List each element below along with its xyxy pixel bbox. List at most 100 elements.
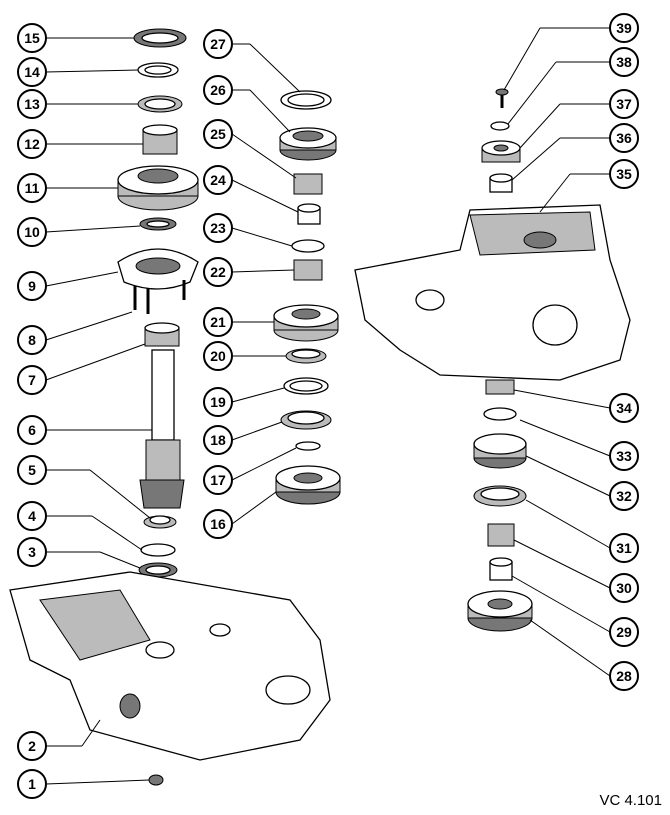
part-31-ring [473, 485, 527, 507]
callout-2: 2 [17, 731, 47, 761]
callout-label: 39 [616, 20, 632, 36]
callout-7: 7 [17, 365, 47, 395]
callout-label: 21 [210, 314, 226, 330]
part-12-needle-bearing [142, 124, 178, 155]
callout-33: 33 [609, 441, 639, 471]
part-36-bush [489, 173, 513, 193]
part-29-bush [489, 557, 513, 581]
callout-label: 13 [24, 96, 40, 112]
callout-label: 14 [24, 64, 40, 80]
part-21-gear [273, 304, 339, 342]
callout-26: 26 [203, 75, 233, 105]
callout-label: 27 [210, 36, 226, 52]
part-23-ring [291, 239, 325, 253]
callout-9: 9 [17, 271, 47, 301]
part-16-synchro-hub [275, 465, 341, 505]
callout-28: 28 [609, 661, 639, 691]
callout-label: 23 [210, 220, 226, 236]
callout-38: 38 [609, 47, 639, 77]
callout-label: 5 [28, 462, 36, 478]
part-18-ring [280, 410, 332, 430]
callout-29: 29 [609, 617, 639, 647]
callout-21: 21 [203, 307, 233, 337]
callout-22: 22 [203, 257, 233, 287]
part-38-washer [490, 121, 510, 131]
callout-label: 38 [616, 54, 632, 70]
part-37-gear [481, 140, 521, 163]
callout-label: 3 [28, 544, 36, 560]
callout-label: 30 [616, 580, 632, 596]
callout-label: 25 [210, 126, 226, 142]
callout-label: 18 [210, 432, 226, 448]
callout-label: 11 [25, 180, 40, 196]
part-20-ring [285, 348, 327, 364]
figure-reference-code: VC 4.101 [599, 792, 662, 809]
callout-8: 8 [17, 325, 47, 355]
part-9-plate [117, 248, 199, 290]
callout-1: 1 [17, 769, 47, 799]
part-27-ring [280, 90, 332, 110]
callout-17: 17 [203, 465, 233, 495]
callout-label: 37 [616, 96, 632, 112]
part-25-needle-bearing [293, 173, 323, 195]
callout-14: 14 [17, 57, 47, 87]
callout-label: 2 [28, 738, 36, 754]
callout-16: 16 [203, 509, 233, 539]
part-4-ring [140, 543, 176, 557]
callout-35: 35 [609, 159, 639, 189]
part-3-ring [138, 562, 178, 578]
callout-label: 17 [210, 472, 226, 488]
part-15-ring [133, 28, 187, 48]
callout-13: 13 [17, 89, 47, 119]
callout-label: 7 [28, 372, 36, 388]
callout-label: 9 [28, 278, 36, 294]
part-7-bearing [144, 322, 180, 347]
callout-39: 39 [609, 13, 639, 43]
callout-23: 23 [203, 213, 233, 243]
callout-label: 22 [210, 264, 226, 280]
callout-4: 4 [17, 501, 47, 531]
part-6-shaft [139, 349, 185, 509]
callout-12: 12 [17, 129, 47, 159]
part-14-ring [137, 62, 179, 78]
callout-11: 11 [17, 173, 47, 203]
part-2-housing [9, 571, 331, 761]
part-28-synchro [467, 590, 533, 632]
callout-label: 28 [616, 668, 632, 684]
callout-label: 35 [616, 166, 632, 182]
part-5-bearing [143, 515, 177, 529]
callout-6: 6 [17, 415, 47, 445]
part-39-screw [495, 88, 509, 108]
callout-32: 32 [609, 481, 639, 511]
callout-18: 18 [203, 425, 233, 455]
part-13-ring [137, 95, 183, 113]
callout-label: 32 [616, 488, 632, 504]
part-17-circlip [295, 441, 321, 451]
callout-label: 10 [24, 224, 40, 240]
part-35-housing [354, 204, 631, 381]
part-30-needle-bearing [487, 523, 515, 547]
part-34-needle-bearing [485, 379, 515, 395]
callout-label: 19 [210, 394, 226, 410]
callout-3: 3 [17, 537, 47, 567]
callout-15: 15 [17, 23, 47, 53]
part-32-gear [473, 433, 527, 469]
callout-label: 29 [616, 624, 632, 640]
callout-31: 31 [609, 533, 639, 563]
part-19-ring [283, 377, 329, 395]
callout-label: 12 [24, 136, 40, 152]
part-11-gear [117, 165, 199, 211]
callout-27: 27 [203, 29, 233, 59]
leader-lines [45, 27, 611, 785]
callout-24: 24 [203, 165, 233, 195]
callout-label: 16 [210, 516, 226, 532]
callout-36: 36 [609, 123, 639, 153]
callout-label: 1 [28, 776, 36, 792]
callout-label: 36 [616, 130, 632, 146]
callout-37: 37 [609, 89, 639, 119]
callout-label: 33 [616, 448, 632, 464]
callout-label: 24 [210, 172, 226, 188]
part-26-synchro [279, 127, 337, 161]
callout-30: 30 [609, 573, 639, 603]
